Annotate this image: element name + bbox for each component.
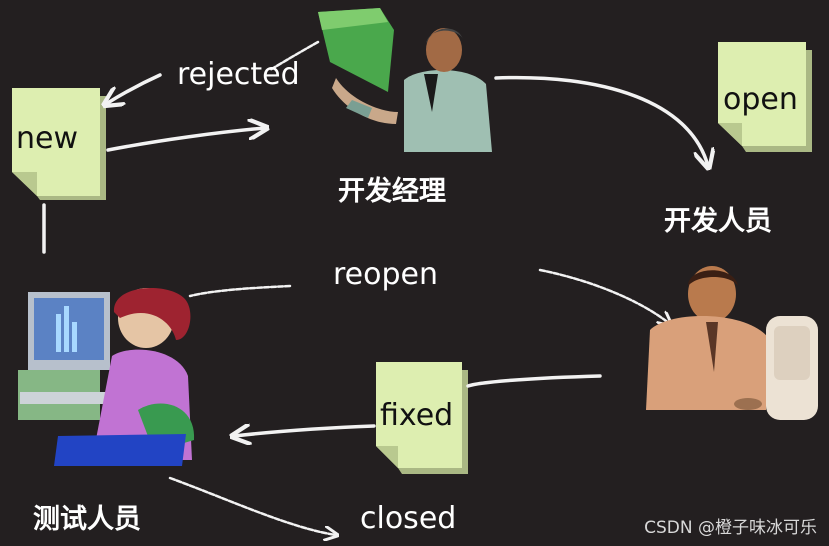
- arrow-reopen-to-developer: [538, 268, 670, 324]
- arrow-manager-rejected-stroke: [268, 40, 320, 72]
- dev-manager-label: 开发经理: [338, 176, 446, 207]
- open-note: open: [718, 42, 812, 152]
- developer-label: 开发人员: [664, 206, 772, 237]
- rejected-label: rejected: [177, 57, 300, 92]
- reopen-label: reopen: [333, 257, 438, 292]
- watermark: CSDN @橙子味冰可乐: [644, 518, 817, 538]
- arrow-reopen-to-tester: [188, 284, 292, 298]
- new-note: new: [12, 88, 106, 200]
- closed-label: closed: [360, 501, 457, 536]
- new-label: new: [16, 121, 78, 156]
- arrow-developer-to-fixed: [466, 374, 602, 388]
- dev-manager-figure: [318, 8, 492, 152]
- arrow-manager-to-developer: [494, 75, 708, 166]
- arrow-rejected-to-new: [106, 73, 162, 104]
- open-label: open: [723, 82, 798, 117]
- fixed-note: fixed: [376, 362, 468, 474]
- arrow-fixed-to-tester: [234, 426, 376, 436]
- developer-figure: [646, 266, 818, 420]
- fixed-label: fixed: [380, 398, 453, 433]
- tester-label: 测试人员: [33, 504, 141, 535]
- arrow-tester-to-closed: [168, 476, 336, 535]
- tester-figure: [18, 287, 195, 466]
- arrow-new-to-manager: [106, 128, 265, 152]
